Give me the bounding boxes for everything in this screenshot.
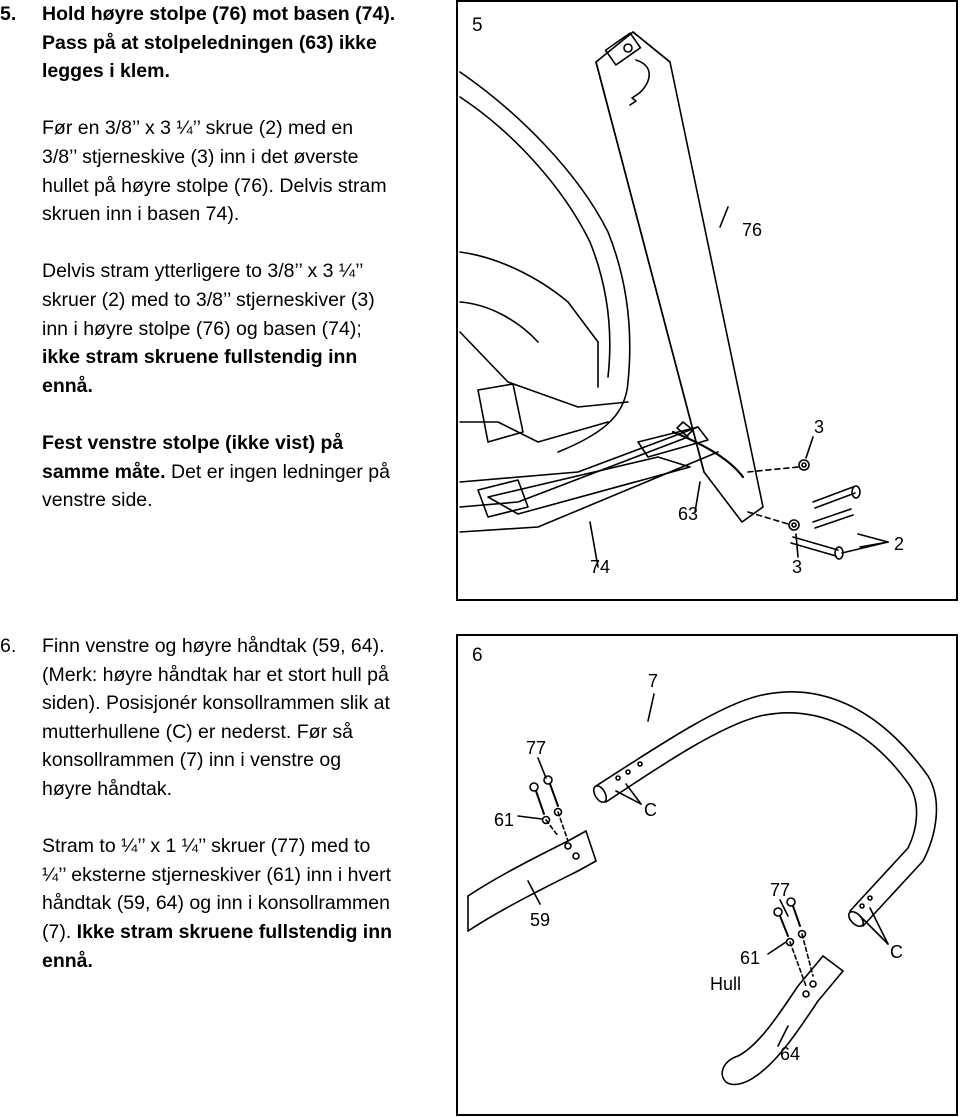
- part-label-2: 2: [894, 534, 905, 554]
- step-5-para-2-line: skruen inn i basen 74).: [42, 203, 240, 226]
- step-5-para-2-line: 3/8’’ stjerneskive (3) inn i det øverste: [42, 145, 359, 168]
- part-label-76: 76: [742, 220, 763, 240]
- step-5-line-2: Pass på at stolpeledningen (63) ikke: [42, 31, 377, 54]
- step-5-para-3-line: inn i høyre stolpe (76) og basen (74);: [42, 317, 362, 340]
- figure-5-number: 5: [472, 15, 483, 36]
- step-5-para-4-tail: Det er ingen ledninger på: [165, 460, 390, 483]
- part-label-61-left: 61: [494, 810, 515, 830]
- step-5-para-4-line: Fest venstre stolpe (ikke vist) på: [42, 431, 344, 454]
- part-label-7: 7: [648, 671, 659, 691]
- part-label-59: 59: [530, 910, 551, 930]
- step-5-para-2-line: hullet på høyre stolpe (76). Delvis stra…: [42, 174, 387, 197]
- part-label-64: 64: [780, 1044, 801, 1064]
- step-5-para-3-line: skruer (2) med to 3/8’’ stjerneskiver (3…: [42, 288, 375, 311]
- bolt-top: [812, 485, 861, 509]
- step-5-line-3: legges i klem.: [42, 60, 170, 83]
- figure-6-handle-assembly: 6 7 77 61 C 59 77 61 C Hull 64: [456, 634, 958, 1116]
- figure-6-drawing: [467, 691, 938, 1086]
- step-5-line-1: 5.Hold høyre stolpe (76) mot basen (74).: [0, 3, 396, 25]
- step-6-instructions: 6.Finn venstre og høyre håndtak (59, 64)…: [0, 632, 445, 975]
- step-6-para-1-line: siden). Posisjonér konsollrammen slik at: [42, 692, 390, 715]
- part-label-C-right: C: [890, 942, 903, 962]
- part-label-3-top: 3: [814, 417, 825, 437]
- step-5-para-4-bold: samme måte.: [42, 460, 166, 483]
- step-5-para-2-line: Før en 3/8’’ x 3 ¼’’ skrue (2) med en: [42, 117, 354, 140]
- step-6-line-1: 6.Finn venstre og høyre håndtak (59, 64)…: [0, 635, 385, 657]
- step-6-para-2-line: Stram to ¼’’ x 1 ¼’’ skruer (77) med to: [42, 835, 371, 858]
- part-label-74: 74: [590, 557, 611, 577]
- step-6-para-2-warning: Ikke stram skruene fullstendig inn: [76, 920, 393, 943]
- figure-5-drawing: [459, 31, 889, 568]
- step-5-para-4-line: venstre side.: [42, 489, 153, 512]
- step-5-para-3-line: Delvis stram ytterligere to 3/8’’ x 3 ¼’…: [42, 260, 364, 283]
- part-label-C-left: C: [644, 800, 657, 820]
- part-label-3-bottom: 3: [792, 557, 803, 577]
- figure-5-post-assembly: 5 76 3 63 74 3 2: [456, 0, 958, 601]
- step-6-para-2-line: håndtak (59, 64) og inn i konsollrammen: [42, 892, 390, 915]
- part-label-hull: Hull: [710, 974, 742, 994]
- step-6-para-1-line: (Merk: høyre håndtak har et stort hull p…: [42, 663, 389, 686]
- bolt-low: [790, 536, 844, 560]
- part-label-63: 63: [678, 504, 699, 524]
- bolt-mid: [812, 508, 854, 529]
- step-6-para-1-line: konsollrammen (7) inn i venstre og: [42, 749, 342, 772]
- step-6-para-1-line: høyre håndtak.: [42, 777, 173, 800]
- step-5-para-3-warning: ennå.: [42, 374, 93, 397]
- step-6-para-2-line: ¼’’ eksterne stjerneskiver (61) inn i hv…: [42, 863, 391, 886]
- part-label-77-right: 77: [770, 880, 791, 900]
- step-6-para-1-line: mutterhullene (C) er nederst. Før så: [42, 720, 354, 743]
- step-6-para-2-plain: (7).: [42, 920, 77, 943]
- step-5-para-3-warning: ikke stram skruene fullstendig inn: [42, 346, 358, 369]
- part-label-61-right: 61: [740, 948, 761, 968]
- step-6-para-2-warning: ennå.: [42, 949, 93, 972]
- figure-6-number: 6: [472, 645, 483, 666]
- step-5-instructions: 5.Hold høyre stolpe (76) mot basen (74).…: [0, 0, 445, 515]
- part-label-77-left: 77: [526, 738, 547, 758]
